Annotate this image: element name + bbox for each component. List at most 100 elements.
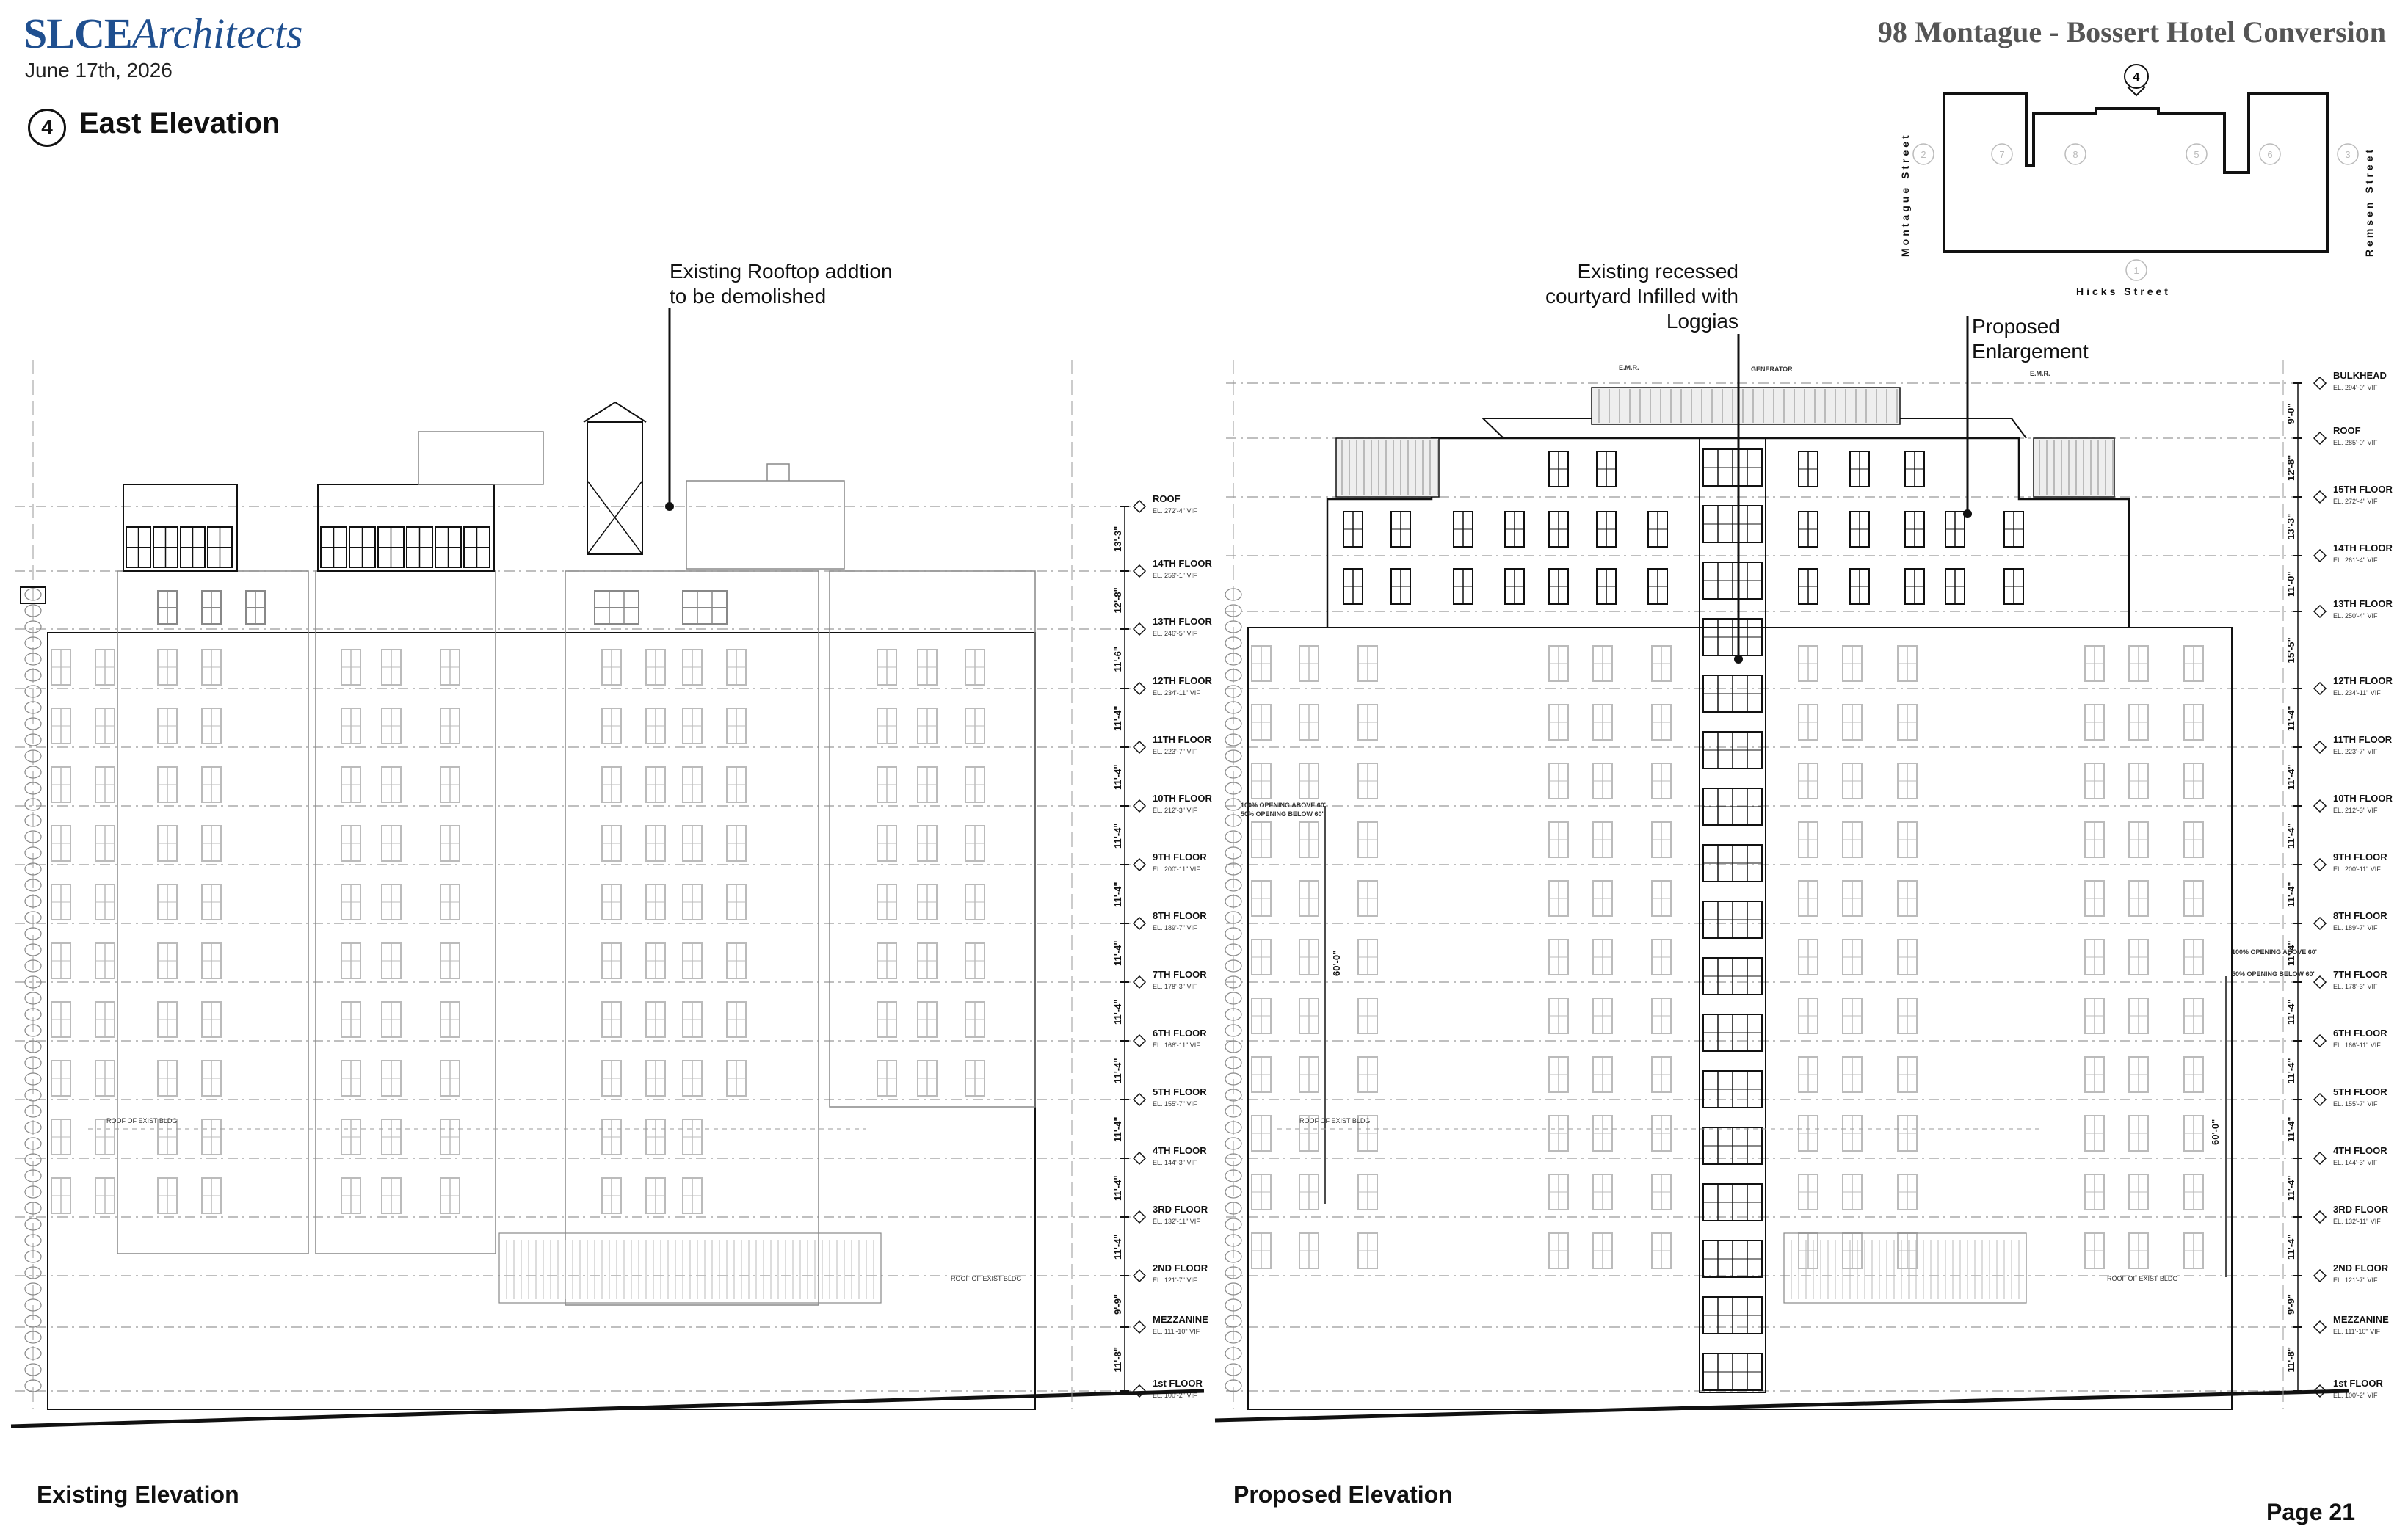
annotation-line: Proposed <box>1972 315 2060 338</box>
key-plan-section-marker-label: 8 <box>2072 149 2078 160</box>
cornice-ornament <box>24 1202 42 1215</box>
cornice-ornament <box>1225 1008 1242 1021</box>
floor-name-label: 9TH FLOOR <box>1153 851 1207 862</box>
cornice-ornament <box>1225 669 1242 682</box>
floor-elevation-label: EL. 189'-7" VIF <box>1153 924 1197 931</box>
floor-height-dimension: 11'-4" <box>1112 999 1123 1025</box>
cornice-ornament <box>24 830 42 843</box>
cornice-ornament <box>1225 749 1242 763</box>
cornice-ornament <box>1225 1024 1242 1037</box>
cornice-ornament <box>1225 782 1242 795</box>
rooftop-addition-demolish <box>686 480 845 570</box>
cornice-ornament <box>24 895 42 908</box>
annotation-line: Loggias <box>1666 310 1738 333</box>
floor-height-dimension: 11'-4" <box>1112 764 1123 790</box>
cornice-ornament <box>24 588 42 601</box>
floor-elevation-label: EL. 100'-2" VIF <box>2333 1392 2378 1399</box>
key-plan-section-marker <box>2186 143 2208 165</box>
annotation-line: Existing Rooftop addtion <box>670 260 893 283</box>
cornice-ornament <box>1225 701 1242 714</box>
level-marker <box>1132 857 1147 872</box>
floor-name-label: 9TH FLOOR <box>2333 851 2387 862</box>
floor-elevation-label: EL. 189'-7" VIF <box>2333 924 2378 931</box>
cornice-ornament <box>1225 1202 1242 1215</box>
cornice-ornament <box>1225 1072 1242 1086</box>
key-plan-section-marker <box>2259 143 2281 165</box>
key-plan-section-marker-label: 7 <box>1999 149 2004 160</box>
floor-elevation-label: EL. 111'-10" VIF <box>1153 1328 1200 1335</box>
floor-height-dimension: 11'-4" <box>2285 999 2296 1025</box>
floor-elevation-label: EL. 166'-11" VIF <box>1153 1042 1200 1049</box>
floor-elevation-label: EL. 121'-7" VIF <box>2333 1276 2378 1284</box>
level-marker <box>2313 1320 2327 1334</box>
floor-elevation-label: EL. 144'-3" VIF <box>1153 1159 1197 1166</box>
cornice-ornament <box>1225 1282 1242 1296</box>
roof-of-exist-bldg-label: ROOF OF EXIST BLDG <box>2107 1275 2177 1282</box>
cornice-ornament <box>1225 1363 1242 1376</box>
rooftop-addition <box>317 484 495 572</box>
cornice-ornament <box>24 1105 42 1118</box>
cornice-ornament <box>1225 636 1242 650</box>
floor-name-label: 13TH FLOOR <box>1153 616 1213 627</box>
cornice-ornament <box>24 733 42 746</box>
annotation-line: Existing recessed <box>1577 260 1738 283</box>
level-marker <box>1132 1151 1147 1166</box>
level-marker <box>1132 975 1147 989</box>
floor-height-dimension: 11'-4" <box>1112 1116 1123 1142</box>
floor-height-dimension: 9'-9" <box>1112 1294 1123 1315</box>
street-label-montague: Montague Street <box>1899 132 1911 257</box>
cornice-ornament <box>24 1121 42 1134</box>
building-wing <box>829 570 1036 1108</box>
cornice-ornament <box>1225 1105 1242 1118</box>
cornice-ornament <box>24 1298 42 1312</box>
floor-height-dimension: 11'-4" <box>1112 823 1123 849</box>
cornice-ornament <box>1225 653 1242 666</box>
cornice-ornament <box>1225 911 1242 924</box>
floor-name-label: 7TH FLOOR <box>1153 969 1207 980</box>
floor-elevation-label: EL. 234'-11" VIF <box>2333 689 2381 697</box>
floor-elevation-label: EL. 250'-4" VIF <box>2333 612 2378 620</box>
floor-name-label: 14TH FLOOR <box>1153 558 1213 569</box>
level-marker <box>2313 916 2327 931</box>
leader-dot <box>1963 509 1972 518</box>
roof-of-exist-bldg-label: ROOF OF EXIST BLDG <box>951 1275 1021 1282</box>
cornice-ornament <box>1225 830 1242 843</box>
cornice-ornament <box>1225 862 1242 876</box>
emr-label: E.M.R. <box>2030 370 2050 377</box>
floor-elevation-label: EL. 111'-10" VIF <box>2333 1328 2381 1335</box>
cornice-ornament <box>1225 1347 1242 1360</box>
floor-height-dimension: 15'-5" <box>2285 637 2296 663</box>
level-marker <box>2313 490 2327 504</box>
cornice-ornament <box>24 959 42 973</box>
key-plan-section-marker <box>2125 259 2147 281</box>
floor-height-dimension: 11'-4" <box>2285 823 2296 849</box>
level-marker <box>1132 1268 1147 1283</box>
floor-name-label: 7TH FLOOR <box>2333 969 2387 980</box>
floor-height-dimension: 11'-4" <box>2285 1058 2296 1083</box>
floor-name-label: 6TH FLOOR <box>2333 1028 2387 1039</box>
level-marker <box>2313 975 2327 989</box>
floor-height-dimension: 13'-3" <box>1112 526 1123 552</box>
cornice-ornament <box>24 943 42 956</box>
floor-name-label: 5TH FLOOR <box>1153 1086 1207 1097</box>
floor-elevation-label: EL. 285'-0" VIF <box>2333 439 2378 446</box>
storefront-base <box>498 1232 882 1304</box>
floor-height-dimension: 11'-4" <box>2285 1175 2296 1201</box>
floor-height-dimension: 11'-0" <box>2285 571 2296 597</box>
floor-name-label: 2ND FLOOR <box>1153 1262 1208 1274</box>
cornice-ornament <box>1225 717 1242 730</box>
floor-height-dimension: 12'-8" <box>2285 455 2296 481</box>
floor-name-label: 3RD FLOOR <box>1153 1204 1208 1215</box>
floor-elevation-label: EL. 259'-1" VIF <box>1153 572 1197 579</box>
cornice-ornament <box>1225 943 1242 956</box>
cornice-ornament <box>24 911 42 924</box>
floor-name-label: 11TH FLOOR <box>1153 734 1212 745</box>
floor-height-dimension: 11'-4" <box>2285 1116 2296 1142</box>
key-plan-section-marker-label: 2 <box>1921 149 1926 160</box>
floor-name-label: 14TH FLOOR <box>2333 542 2393 553</box>
roof-of-exist-bldg-label: ROOF OF EXIST BLDG <box>1299 1117 1370 1124</box>
cornice-ornament <box>24 604 42 617</box>
cornice-ornament <box>1225 1234 1242 1247</box>
cornice-ornament <box>24 782 42 795</box>
floor-height-dimension: 11'-4" <box>2285 882 2296 907</box>
